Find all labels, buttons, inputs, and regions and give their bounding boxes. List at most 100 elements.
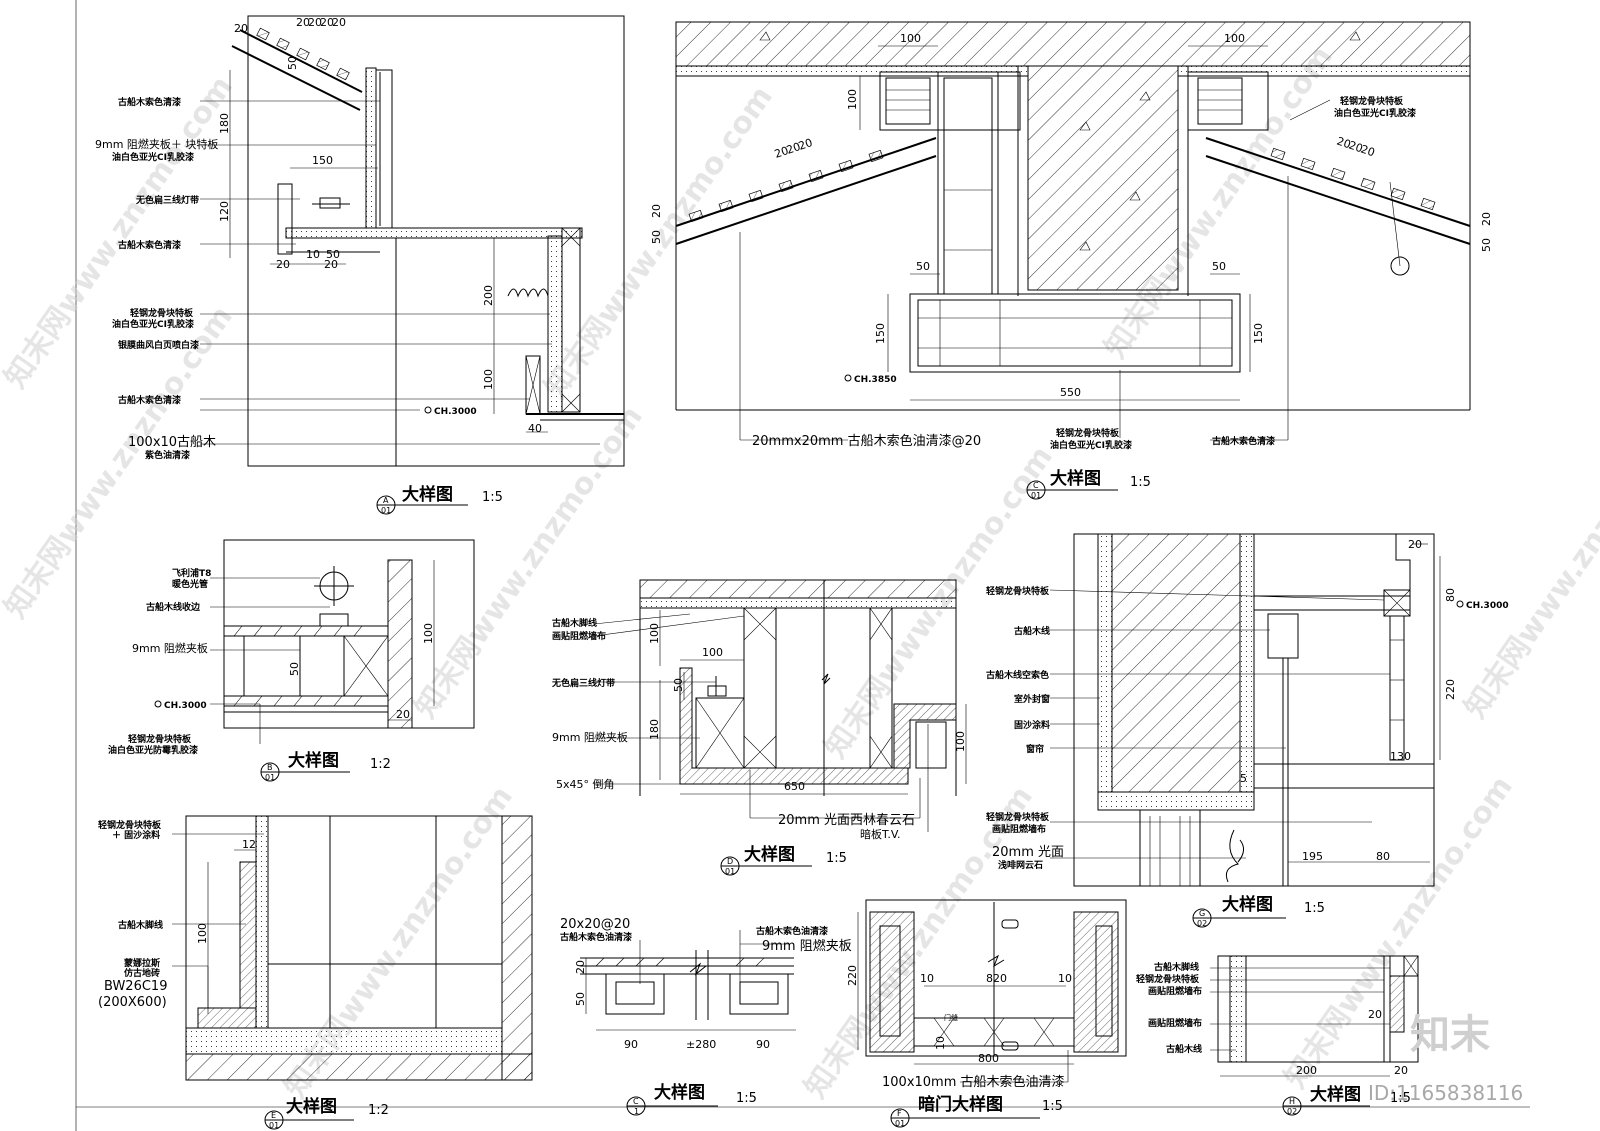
dimension: 820 [986, 972, 1007, 985]
label: 门缝 [944, 1013, 958, 1022]
label: 轻钢龙骨块特板 [986, 811, 1050, 823]
dimension: 50 [916, 260, 930, 273]
tag-letter: C [1033, 481, 1039, 490]
dimension: 100 [1224, 32, 1245, 45]
label: 古船木索色清漆 [1212, 435, 1275, 447]
label: 固沙涂料 [1014, 719, 1050, 731]
panel-title: 大样图 [288, 750, 339, 771]
label: 无色扁三线灯带 [551, 677, 615, 689]
label: 100x10mm 古船木索色油清漆 [882, 1074, 1065, 1090]
dimension: 50 [650, 230, 663, 244]
dimension: 100 [482, 369, 495, 390]
tag-num: 02 [1287, 1107, 1297, 1116]
dimension: ±280 [686, 1038, 716, 1051]
dimension: 220 [1444, 679, 1457, 700]
dimension: 150 [874, 323, 887, 344]
label: 仿古地砖 [124, 967, 160, 979]
dimension: 80 [1376, 850, 1390, 863]
tag-letter: H [1289, 1097, 1295, 1106]
dimension: 150 [312, 154, 333, 167]
label: 画贴阻燃墙布 [552, 630, 606, 642]
tag-num: 1 [634, 1107, 639, 1116]
dimension: 650 [784, 780, 805, 793]
dimension: 200 [482, 285, 495, 306]
label: 窗帘 [1026, 743, 1044, 755]
dimension: 10 [306, 248, 320, 261]
label: 20mm 光面 [992, 845, 1064, 860]
dimension: 50 [286, 56, 299, 70]
sheet-frame [75, 0, 1530, 1131]
elevation-mark: CH.3000 [164, 701, 207, 711]
label: 轻钢龙骨块特板 [1056, 427, 1120, 439]
dimension: 50 [326, 248, 340, 261]
elevation-mark: CH.3850 [854, 375, 897, 385]
dimension: 550 [1060, 386, 1081, 399]
label: 暖色光管 [172, 578, 208, 590]
tag-num: 01 [725, 867, 735, 876]
dimension: 20 [308, 16, 322, 29]
dimension: 100 [846, 89, 859, 110]
brand: 知末 ID:1165838116 [1368, 1012, 1523, 1105]
dimension: 90 [756, 1038, 770, 1051]
label: 9mm 阻燃夹板 [762, 938, 852, 954]
tag-num: 01 [381, 506, 391, 515]
dimension: 20 [1480, 212, 1493, 226]
label: 20mm 光面西林春云石 [778, 813, 915, 828]
label: 古船木线 [1166, 1043, 1202, 1055]
label: 油白色亚光防霉乳胶漆 [108, 744, 198, 756]
tag-num: 01 [269, 1121, 279, 1130]
label: 油白色亚光CI乳胶漆 [1050, 439, 1132, 451]
label: 画贴阻燃墙布 [1148, 985, 1202, 997]
label: 浅啡网云石 [998, 859, 1043, 871]
label: 轻钢龙骨块特板 [1136, 973, 1200, 985]
panel-title: 大样图 [744, 844, 795, 865]
label: 油白色亚光CI乳胶漆 [112, 318, 194, 330]
dimension: 100 [954, 731, 967, 752]
label: 暗板T.V. [860, 827, 901, 841]
detail-panel-h: 200 20 20 古船木脚线 轻钢龙骨块特板 画贴阻燃墙布 画贴阻燃墙布 古船… [1136, 955, 1419, 1116]
label: BW26C19 [104, 979, 167, 994]
detail-panel-g: 20 80 220 130 5 195 80 CH.3000 轻钢龙骨块特板 古… [986, 533, 1509, 928]
dimension: 20 [234, 22, 248, 35]
label: 古船木线收边 [146, 601, 201, 613]
panel-title: 暗门大样图 [918, 1094, 1003, 1115]
panel-scale: 1:2 [368, 1103, 389, 1118]
dimension: 195 [1302, 850, 1323, 863]
label: 无色扁三线灯带 [135, 194, 199, 206]
tag-letter: C [633, 1097, 639, 1106]
dimension: 100 [648, 623, 661, 644]
label: 5x45° 倒角 [556, 778, 615, 791]
panel-scale: 1:5 [736, 1091, 757, 1106]
label: 古船木索色清漆 [118, 239, 181, 251]
detail-panel-c: 100 100 100 20 20 20 20 20 20 50 50 150 … [650, 21, 1493, 500]
label: 轻钢龙骨块特板 [98, 819, 162, 831]
panel-title: 大样图 [402, 484, 453, 505]
tag-letter: D [727, 857, 733, 866]
dimension: 150 [1252, 323, 1265, 344]
dimension: 100 [702, 646, 723, 659]
tag-letter: F [897, 1109, 902, 1118]
label: 9mm 阻燃夹板＋ 块特板 [95, 137, 218, 151]
detail-panel-d: 100 100 50 180 650 100 古船木脚线 画贴阻燃墙布 无色扁三… [551, 579, 967, 876]
dimension: 50 [574, 992, 587, 1006]
label: 银膜曲风白页喷白漆 [118, 339, 199, 351]
label: 古船木脚线 [552, 617, 597, 629]
dimension: 20 [650, 204, 663, 218]
dimension: 50 [672, 678, 685, 692]
label: 古船木索色油清漆 [756, 925, 828, 937]
panel-title: 大样图 [1310, 1084, 1361, 1105]
tag-num: 02 [1197, 919, 1207, 928]
label: 古船木索色油清漆 [560, 931, 632, 943]
dimension: 20 [1408, 538, 1422, 551]
dimension: 20 [1347, 139, 1364, 156]
label: 轻钢龙骨块特板 [130, 307, 194, 319]
dimension: 200 [1296, 1064, 1317, 1077]
dimension: 50 [1480, 238, 1493, 252]
tag-num: 01 [1031, 491, 1041, 500]
dimension: 10 [920, 972, 934, 985]
label: 轻钢龙骨块特板 [986, 585, 1050, 597]
panel-scale: 1:5 [1042, 1099, 1063, 1114]
label: 轻钢龙骨块特板 [1340, 95, 1404, 107]
label: 20mmx20mm 古船木索色油清漆@20 [752, 433, 981, 449]
label: 古船木脚线 [118, 919, 163, 931]
